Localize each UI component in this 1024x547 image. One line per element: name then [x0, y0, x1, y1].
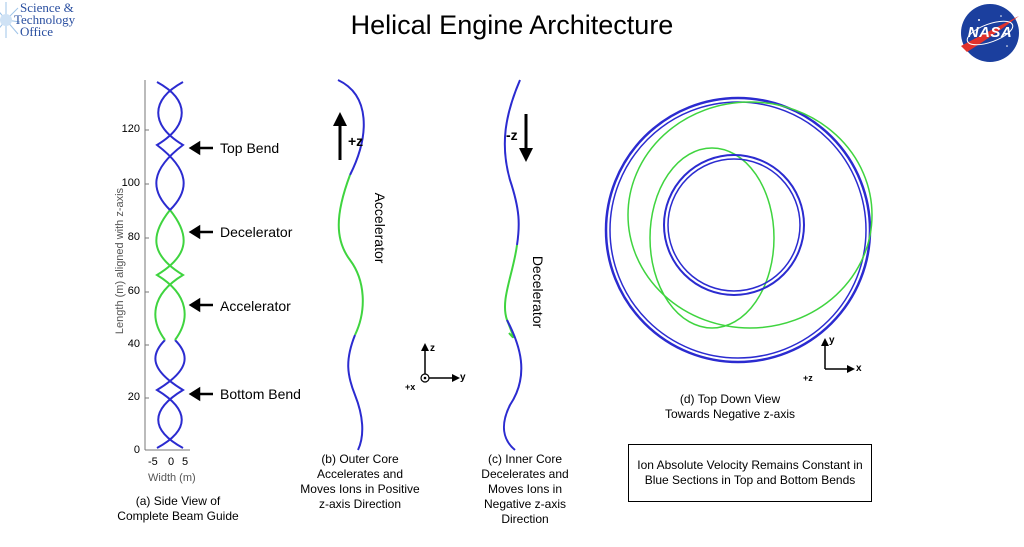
- sto-line3: Office: [20, 24, 53, 39]
- axis-z-label: z: [430, 343, 435, 354]
- minus-z-label: -z: [506, 127, 518, 143]
- y-ticks: [145, 129, 149, 451]
- helix-blue-bottom-2: [154, 339, 185, 449]
- caption-b-line1: (b) Outer Core: [321, 452, 399, 466]
- sto-line1: Science &: [20, 0, 74, 15]
- page-title: Helical Engine Architecture: [350, 10, 674, 40]
- ytick-80: 80: [127, 231, 140, 243]
- axes-xy-icon: [821, 338, 855, 373]
- helix-green-2: [154, 209, 185, 341]
- caption-b-line3: Moves Ions in Positive: [300, 482, 420, 496]
- label-accelerator: Accelerator: [220, 298, 291, 314]
- sto-logo: Science & Technology Office: [0, 0, 110, 48]
- ytick-20: 20: [127, 391, 140, 403]
- helix-blue-top-2: [155, 81, 185, 211]
- pointer-arrows: [188, 140, 213, 402]
- caption-c-line4: Negative z-axis: [483, 497, 567, 511]
- inner-core-vlabel: Decelerator: [530, 255, 546, 329]
- caption-c-line5: Direction: [501, 512, 549, 526]
- ytick-100: 100: [121, 177, 140, 189]
- label-top-bend: Top Bend: [220, 140, 280, 156]
- top-axis-z-label: +z: [803, 373, 813, 383]
- caption-d-line2: Towards Negative z-axis: [664, 407, 796, 421]
- side-view-plot: [144, 80, 213, 451]
- helix-blue-top-1: [155, 81, 185, 211]
- caption-c-line3: Moves Ions in: [487, 482, 563, 496]
- caption-a-line2: Complete Beam Guide: [117, 509, 239, 523]
- axis-x-label: +x: [405, 382, 416, 392]
- top-axis-x-label: x: [856, 363, 862, 374]
- ytick-60: 60: [127, 285, 140, 297]
- sun-burst-icon: [0, 2, 21, 38]
- xtick-neg5: -5: [148, 456, 158, 468]
- caption-d-line1: (d) Top Down View: [679, 392, 781, 406]
- axis-y-label: y: [460, 372, 466, 383]
- x-axis-label: Width (m): [148, 472, 196, 484]
- ytick-40: 40: [127, 338, 140, 350]
- up-arrow-icon: [333, 112, 347, 160]
- outer-core-plot: [337, 79, 365, 451]
- helix-green-1: [155, 209, 186, 341]
- caption-b-line4: z-axis Direction: [318, 497, 402, 511]
- label-bottom-bend: Bottom Bend: [220, 386, 301, 402]
- outer-core-vlabel: Accelerator: [372, 192, 388, 264]
- caption-a-line1: (a) Side View of: [135, 494, 221, 508]
- velocity-note-box: Ion Absolute Velocity Remains Constant i…: [628, 444, 872, 502]
- label-decelerator: Decelerator: [220, 224, 293, 240]
- caption-b-line2: Accelerates and: [316, 467, 404, 481]
- ytick-120: 120: [121, 123, 140, 135]
- velocity-note-text: Ion Absolute Velocity Remains Constant i…: [637, 458, 863, 487]
- nasa-logo: NASA: [957, 2, 1023, 64]
- helix-blue-bottom: [155, 339, 186, 449]
- y-axis-label: Length (m) aligned with z-axis: [114, 187, 126, 335]
- xtick-5: 5: [182, 456, 189, 468]
- inner-core-plot: [503, 79, 523, 451]
- top-view-plot: [604, 96, 873, 364]
- xtick-0: 0: [168, 456, 175, 468]
- ytick-0: 0: [133, 444, 140, 456]
- axes-zy-icon: [420, 343, 460, 383]
- sto-line2: Technology: [14, 12, 76, 27]
- top-axis-y-label: y: [829, 335, 835, 346]
- nasa-wordmark: NASA: [967, 24, 1013, 41]
- plus-z-label: +z: [348, 133, 364, 149]
- down-arrow-icon: [519, 114, 533, 162]
- caption-c-line1: (c) Inner Core: [487, 452, 563, 466]
- caption-c-line2: Decelerates and: [481, 467, 569, 481]
